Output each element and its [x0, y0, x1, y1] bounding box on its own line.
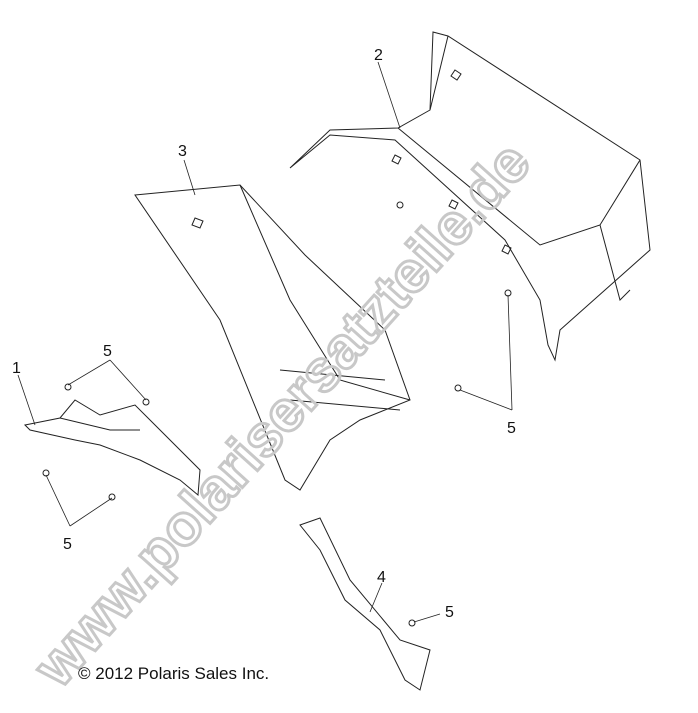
- callout-1: 1: [12, 360, 21, 377]
- callout-5-bottom-left: 5: [63, 536, 72, 553]
- callout-2: 2: [374, 47, 383, 64]
- part-1-left-bracket: [23, 399, 201, 497]
- copyright-text: © 2012 Polaris Sales Inc.: [78, 664, 270, 683]
- callout-4: 4: [377, 569, 386, 586]
- callout-5-right: 5: [507, 420, 516, 437]
- callout-5-bottom: 5: [445, 604, 454, 621]
- part-3-center-panel: [134, 184, 411, 491]
- part-2-rear-panel: [289, 31, 651, 362]
- callout-3: 3: [178, 143, 187, 160]
- callout-5-top-left: 5: [103, 343, 112, 360]
- fasteners: [42, 201, 512, 627]
- part-4-lower-bracket: [299, 517, 431, 691]
